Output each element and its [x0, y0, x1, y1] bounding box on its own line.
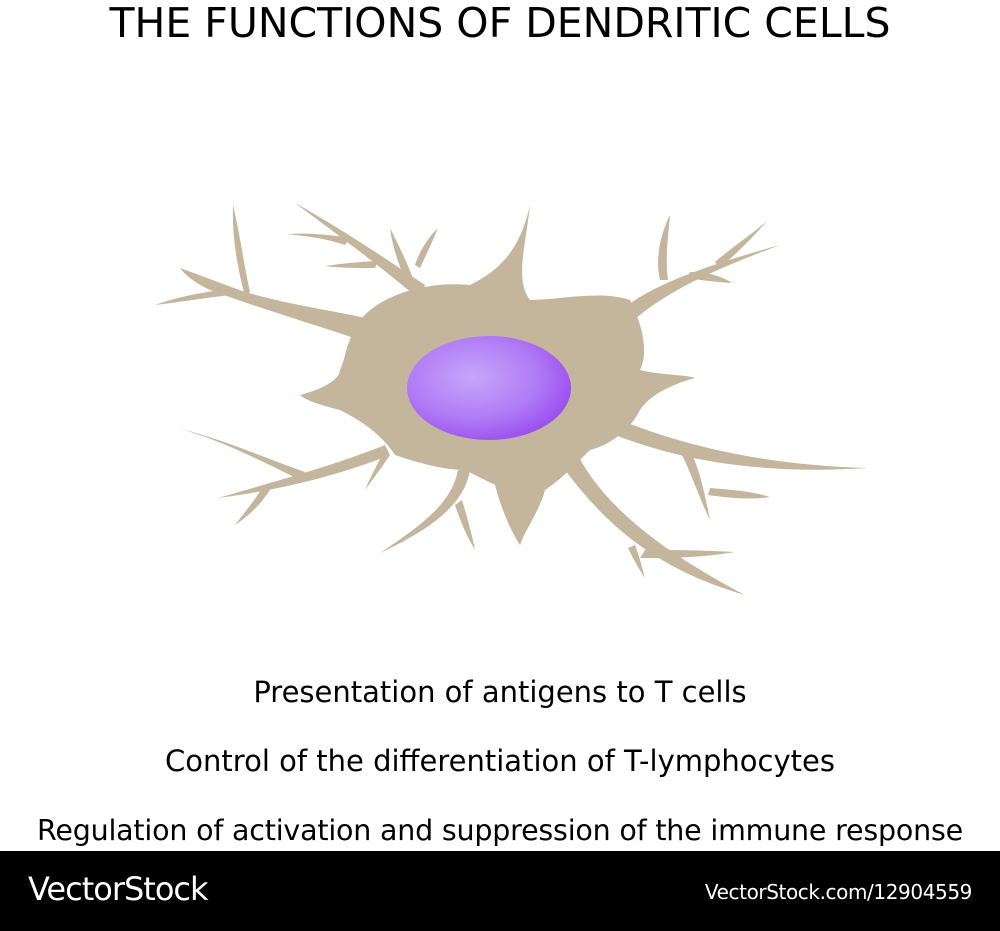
page-title: THE FUNCTIONS OF DENDRITIC CELLS [109, 0, 891, 47]
image-reference: VectorStock.com/12904559 [704, 880, 972, 904]
brand-logo: VectorStock [28, 870, 209, 908]
dendritic-cell-illustration [155, 203, 868, 595]
function-presentation: Presentation of antigens to T cells [253, 675, 747, 709]
nucleus [407, 336, 571, 440]
function-regulation: Regulation of activation and suppression… [37, 814, 963, 847]
footer-bar: VectorStock VectorStock.com/12904559 [0, 851, 1000, 931]
function-differentiation: Control of the differentiation of T-lymp… [165, 744, 835, 778]
